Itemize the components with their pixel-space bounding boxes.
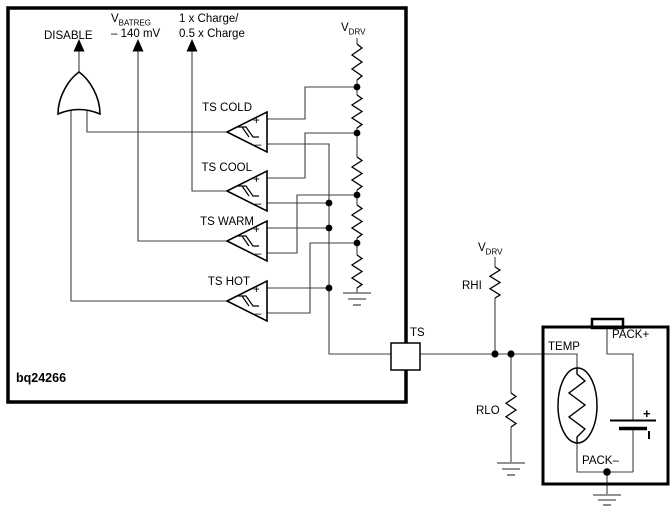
ts-hot-label: TS HOT	[207, 276, 250, 288]
minus-sign: –	[255, 198, 262, 210]
wire-tap-cool-plus	[267, 132, 357, 179]
ts-pin-label: TS	[410, 327, 425, 339]
wire-tap-hot-minus	[267, 242, 357, 314]
battery-plus-sign: +	[643, 406, 651, 421]
wire-charge	[191, 51, 227, 192]
battery-pack-outline	[541, 325, 670, 486]
comparator-ts-cool-icon: + –	[225, 169, 268, 213]
vbatreg-arrow-icon	[132, 39, 144, 52]
pack-plus-label: PACK+	[612, 329, 650, 341]
pack-minus-label: PACK–	[582, 455, 619, 467]
hysteresis-icon	[238, 295, 259, 307]
vbatreg-offset: – 140 mV	[111, 28, 161, 41]
ts-cool-label: TS COOL	[201, 162, 252, 174]
ts-pin	[390, 342, 421, 371]
comparator-ts-hot-icon: + –	[225, 279, 268, 323]
comparator-ts-warm-icon: + –	[225, 219, 268, 263]
disable-arrow-icon	[73, 39, 85, 52]
minus-sign: –	[255, 139, 262, 151]
ground-icon-pack	[593, 494, 621, 506]
vdrv-label-internal: VDRV	[341, 22, 366, 37]
resistor-icon	[350, 204, 364, 239]
ground-icon-ladder	[343, 292, 371, 306]
signal-arrows	[73, 39, 198, 52]
hysteresis-icon	[238, 235, 259, 247]
vbatreg-label: VBATREG – 140 mV	[111, 12, 160, 42]
comparator-ts-cold-icon: + –	[225, 110, 268, 154]
plus-sign: +	[253, 174, 260, 186]
wire-tap-cold-plus	[267, 86, 357, 120]
ground-icon-rlo	[497, 462, 525, 476]
wire-pack-bottom	[576, 443, 633, 473]
minus-sign: –	[255, 308, 262, 320]
resistor-divider-ladder	[350, 43, 364, 289]
ts-cold-label: TS COLD	[202, 102, 252, 114]
wire-ts-sense	[267, 143, 391, 355]
rhi-label: RHI	[462, 280, 482, 292]
minus-sign: –	[255, 248, 262, 260]
junction-dots	[325, 83, 611, 476]
plus-sign: +	[253, 224, 260, 236]
disable-label: DISABLE	[44, 30, 93, 42]
resistor-icon	[350, 43, 364, 81]
hysteresis-icon	[238, 185, 259, 197]
charge-arrow-icon	[186, 39, 198, 52]
wire-battery-plus	[606, 328, 634, 420]
wire-vbatreg	[137, 51, 227, 242]
rlo-resistor-icon	[504, 392, 518, 428]
hysteresis-icon	[238, 126, 259, 138]
charge-mode-label: 1 x Charge/ 0.5 x Charge	[179, 13, 245, 40]
or-gate-icon	[57, 71, 101, 116]
chip-outline	[6, 6, 408, 404]
wire-tap-warm-minus	[267, 194, 357, 254]
vbatreg-main: VBATREG	[111, 13, 151, 28]
resistor-icon	[350, 254, 364, 289]
rhi-resistor-icon	[488, 266, 502, 299]
circuit-wires	[70, 38, 634, 494]
wire-temp	[543, 353, 578, 368]
battery-icon: +	[610, 406, 656, 439]
rlo-label: RLO	[476, 405, 500, 417]
vdrv-label-external: VDRV	[478, 242, 503, 257]
thermistor-icon	[557, 367, 598, 444]
ts-warm-label: TS WARM	[200, 216, 254, 228]
wire-or-right-input	[86, 106, 227, 133]
wire-or-left-input	[70, 106, 227, 302]
resistor-icon	[350, 94, 364, 129]
plus-sign: +	[253, 115, 260, 127]
resistor-icon	[350, 156, 364, 191]
plus-sign: +	[253, 284, 260, 296]
chip-name-label: bq24266	[16, 371, 67, 385]
temp-label: TEMP	[548, 341, 580, 353]
